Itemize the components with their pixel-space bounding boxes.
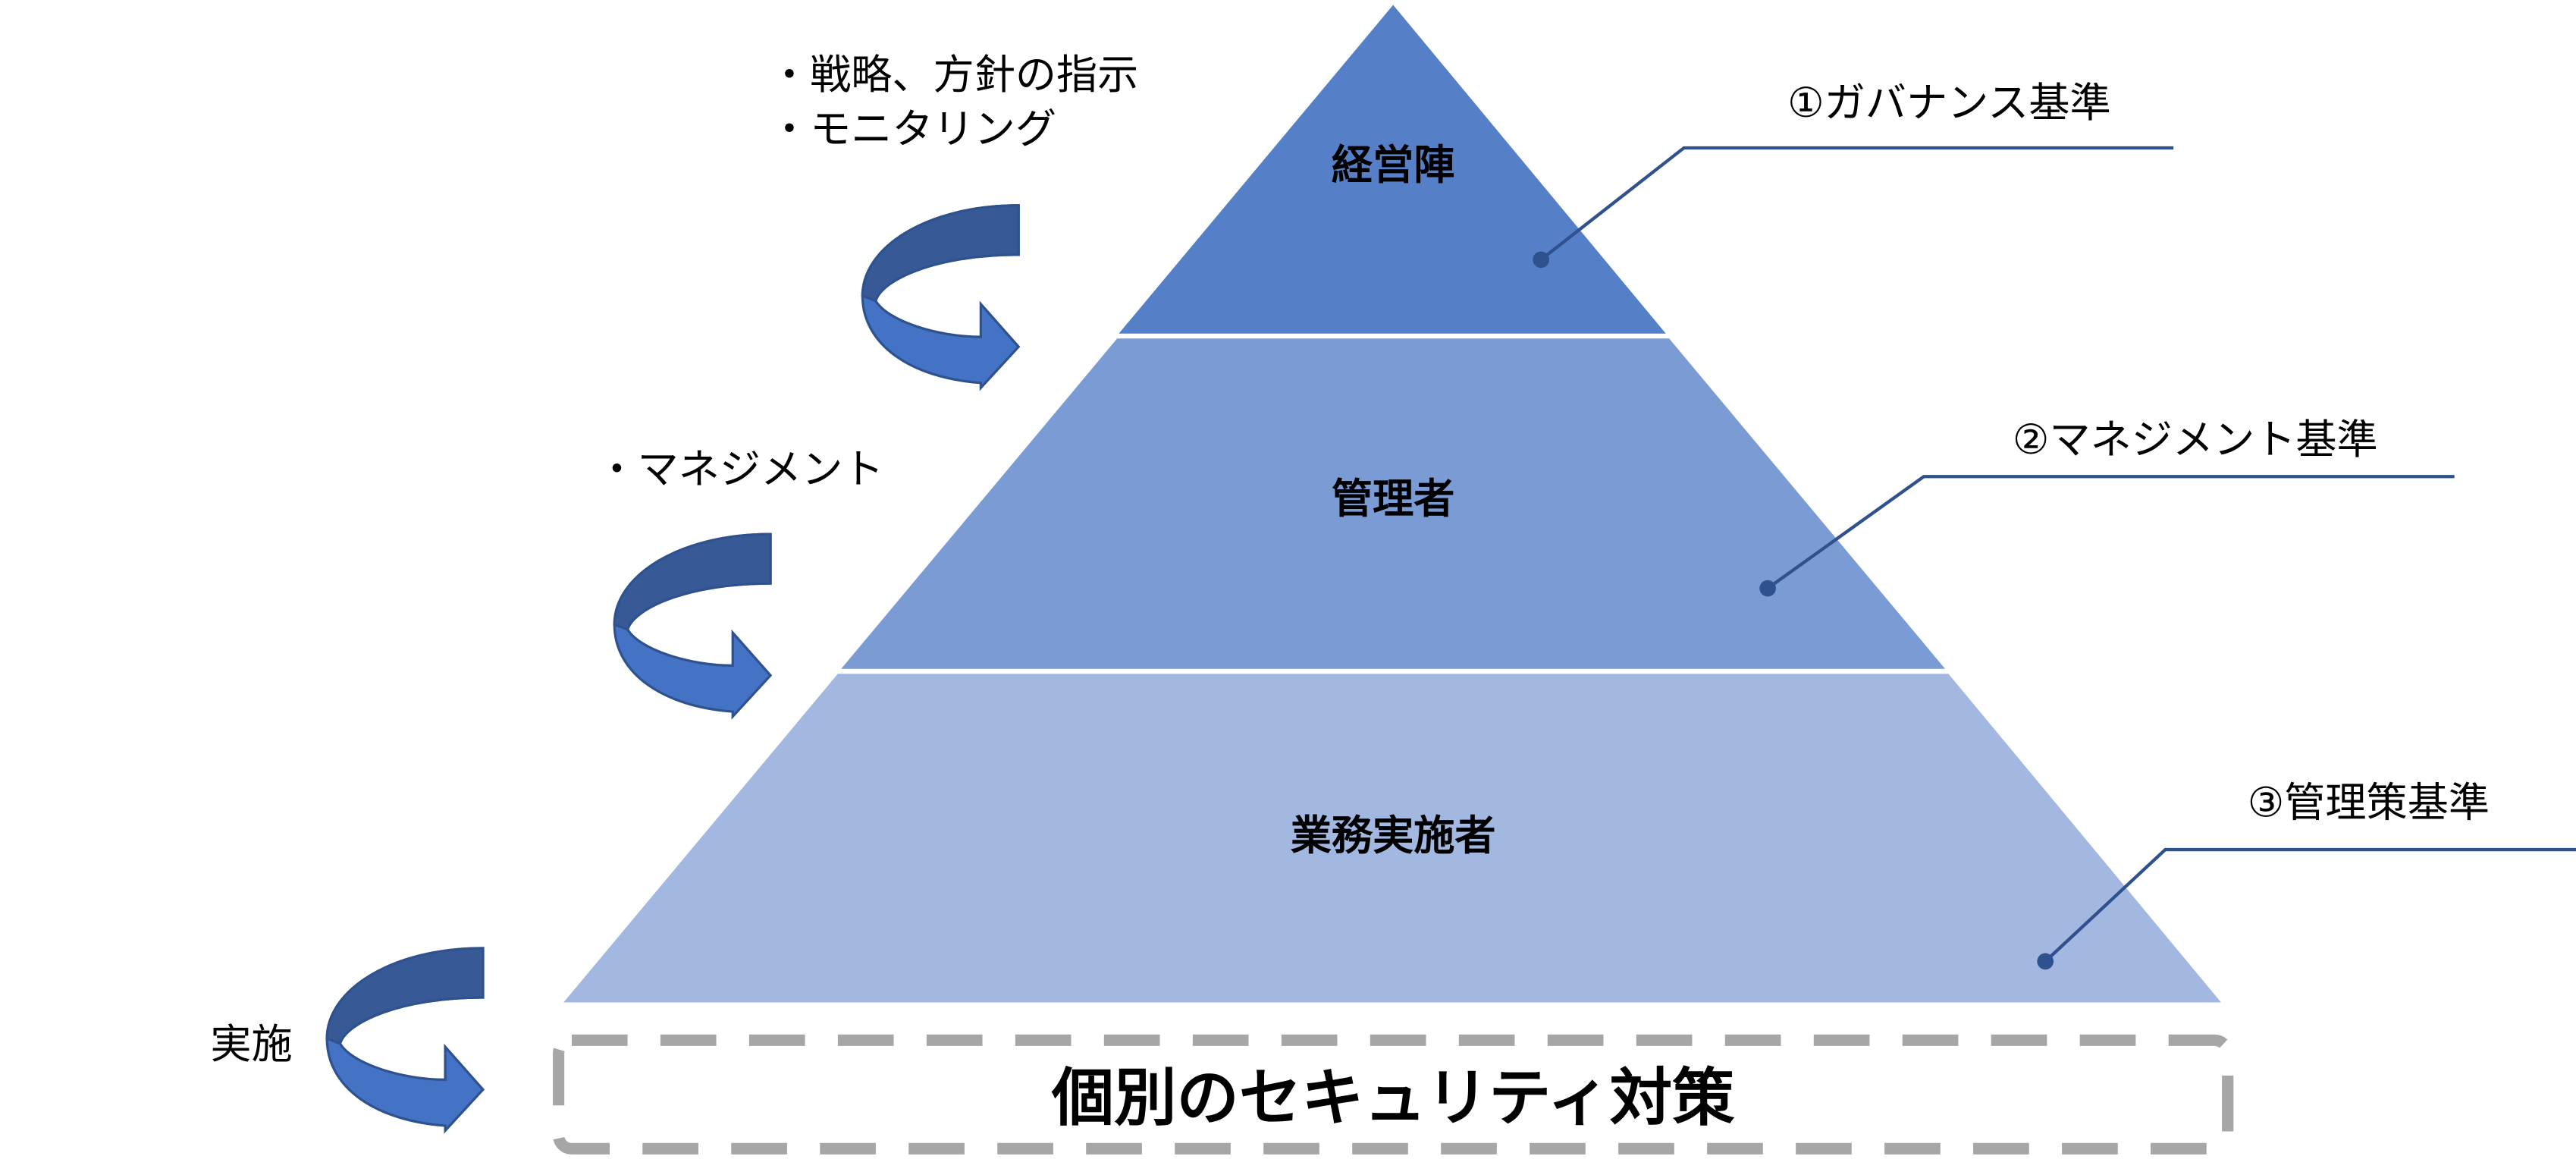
callout-governance: ①ガバナンス基準 xyxy=(1533,79,2174,269)
note-strategy: ・戦略、方針の指示 xyxy=(769,51,1138,99)
level-label-managers: 管理者 xyxy=(1332,475,1454,523)
callout-label-management: ②マネジメント基準 xyxy=(2013,416,2378,463)
level-label-executives: 経営陣 xyxy=(1332,141,1454,189)
note-management: ・マネジメント xyxy=(596,445,883,493)
individual-measures-label: 個別のセキュリティ対策 xyxy=(1051,1062,1735,1134)
callout-management: ②マネジメント基準 xyxy=(1759,416,2455,597)
callout-label-governance: ①ガバナンス基準 xyxy=(1787,79,2111,127)
note-implementation: 実施 xyxy=(210,1020,292,1068)
curved-arrow-icon xyxy=(325,947,485,1133)
callout-dot xyxy=(2037,953,2054,970)
callout-controls: ③管理策基準 xyxy=(2037,779,2576,970)
pyramid-level-practitioners xyxy=(563,674,2222,1003)
pyramid-level-executives xyxy=(1119,5,1666,334)
callout-dot xyxy=(1533,251,1549,269)
individual-measures-box xyxy=(553,1034,2234,1155)
callout-dot xyxy=(1759,580,1776,597)
curved-arrow-icon xyxy=(861,204,1020,389)
curved-arrow-icon xyxy=(613,533,772,718)
level-label-practitioners: 業務実施者 xyxy=(1291,812,1496,859)
note-monitoring: ・モニタリング xyxy=(769,105,1056,152)
pyramid-level-managers xyxy=(841,338,1946,669)
callout-label-controls: ③管理策基準 xyxy=(2248,779,2490,827)
